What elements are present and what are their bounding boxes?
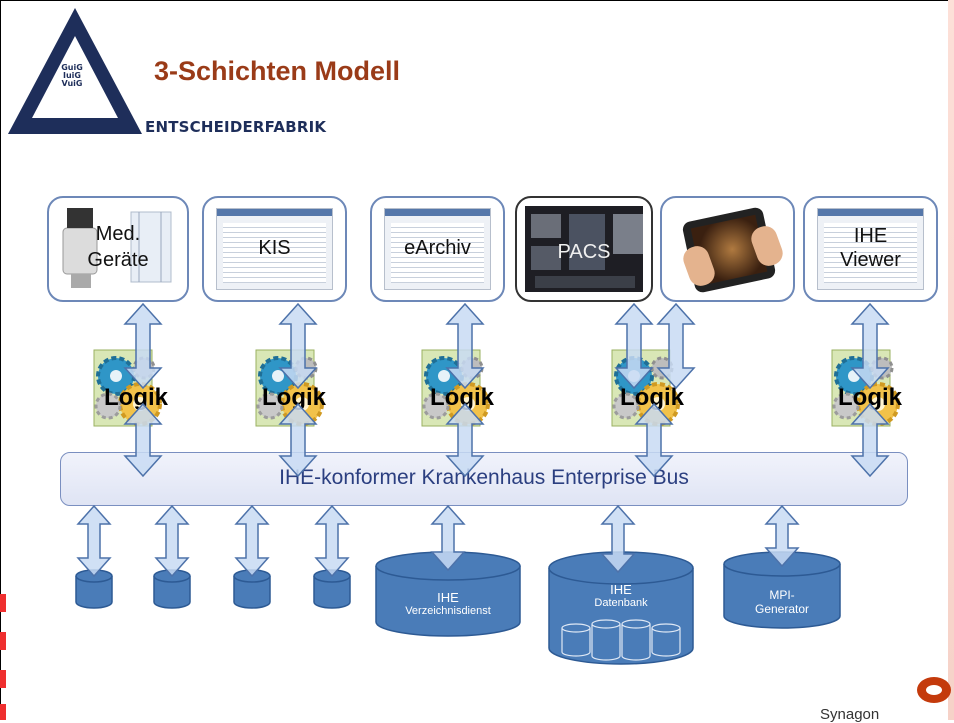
logo-text: GuiG IuiG VuiG bbox=[58, 64, 86, 88]
db-mpi-label: MPI- Generator bbox=[724, 588, 840, 616]
arrow-earchiv-to-logic bbox=[445, 302, 485, 390]
arrow-logic1-to-bus bbox=[123, 402, 163, 478]
system-label-med-geraete: Med. bbox=[49, 222, 187, 246]
logo-line-3: VuiG bbox=[61, 79, 83, 88]
arrow-pacs-to-logic-1 bbox=[614, 302, 654, 390]
system-label-earchiv: eArchiv bbox=[404, 237, 471, 259]
kis-screenshot bbox=[216, 208, 333, 290]
logo-line-1: GuiG bbox=[61, 63, 83, 72]
viewer-label-line-1: IHE bbox=[853, 225, 888, 247]
arrow-bus-to-db1 bbox=[76, 504, 112, 578]
left-red-mark-1 bbox=[0, 594, 6, 612]
db-verz-line2: Verzeichnisdienst bbox=[405, 605, 491, 617]
db-daten-line2: Datenbank bbox=[594, 597, 648, 609]
right-decor-strip bbox=[948, 0, 954, 720]
left-red-mark-2 bbox=[0, 632, 6, 650]
system-box-pacs: PACS bbox=[515, 196, 653, 302]
db-datenbank-label: IHE Datenbank bbox=[549, 582, 693, 609]
system-label-pacs: PACS bbox=[557, 241, 611, 263]
db-daten-line1: IHE bbox=[610, 582, 632, 597]
arrow-logic5-to-bus bbox=[850, 402, 890, 478]
database-verzeichnisdienst-icon bbox=[375, 551, 521, 637]
system-box-med-geraete: Med. Geräte bbox=[47, 196, 189, 302]
left-red-mark-4 bbox=[0, 704, 6, 720]
db-mpi-line1: MPI- bbox=[769, 588, 795, 602]
arrow-bus-to-datenbank bbox=[600, 504, 636, 574]
arrow-pacs-to-logic-2 bbox=[656, 302, 696, 390]
database-datenbank-icon bbox=[548, 551, 694, 665]
earchiv-screenshot bbox=[384, 208, 491, 290]
system-label-kis: KIS bbox=[258, 237, 291, 259]
arrow-bus-to-db3 bbox=[234, 504, 270, 578]
logo-line-2: IuiG bbox=[63, 71, 81, 80]
system-label-line-1: Med. bbox=[95, 223, 141, 245]
ultrasound-device-icon bbox=[62, 208, 172, 288]
system-label-line-2: Geräte bbox=[87, 249, 149, 271]
bus-label: IHE-konformer Krankenhaus Enterprise Bus bbox=[279, 466, 689, 489]
company-name: Synagon bbox=[820, 706, 880, 723]
brand-name: ENTSCHEIDERFABRIK bbox=[145, 118, 327, 136]
arrow-bus-to-db2 bbox=[154, 504, 190, 578]
pacs-screenshot bbox=[525, 206, 643, 292]
slide-title: 3-Schichten Modell bbox=[154, 56, 401, 86]
database-small-3-icon bbox=[233, 569, 271, 609]
db-verz-line1: IHE bbox=[437, 590, 459, 605]
arrow-logic3-to-bus bbox=[445, 402, 485, 478]
arrow-viewer-to-logic bbox=[850, 302, 890, 390]
arrow-bus-to-verzeichnis bbox=[430, 504, 466, 572]
arrow-bus-to-db4 bbox=[314, 504, 350, 578]
system-box-ihe-viewer: IHE Viewer bbox=[803, 196, 938, 302]
system-box-earchiv: eArchiv bbox=[370, 196, 505, 302]
db-mpi-line2: Generator bbox=[754, 602, 810, 616]
logic-label-2: Logik bbox=[262, 384, 326, 411]
arrow-kis-to-logic bbox=[278, 302, 318, 390]
system-label-ihe-viewer: IHE Viewer bbox=[805, 224, 936, 272]
enterprise-bus: IHE-konformer Krankenhaus Enterprise Bus bbox=[60, 452, 908, 506]
arrow-logic4-to-bus bbox=[634, 402, 674, 478]
arrow-bus-to-mpi bbox=[764, 504, 800, 568]
system-box-tablet bbox=[660, 196, 795, 302]
left-red-mark-3 bbox=[0, 670, 6, 688]
viewer-label-line-2: Viewer bbox=[840, 249, 901, 271]
viewer-screenshot bbox=[817, 208, 924, 290]
system-label-med-geraete-2: Geräte bbox=[49, 248, 187, 272]
system-box-kis: KIS bbox=[202, 196, 347, 302]
arrow-logic2-to-bus bbox=[278, 402, 318, 478]
arrow-med-to-logic bbox=[123, 302, 163, 390]
logic-label-1: Logik bbox=[104, 384, 168, 411]
db-verzeichnisdienst-label: IHE Verzeichnisdienst bbox=[376, 590, 520, 617]
